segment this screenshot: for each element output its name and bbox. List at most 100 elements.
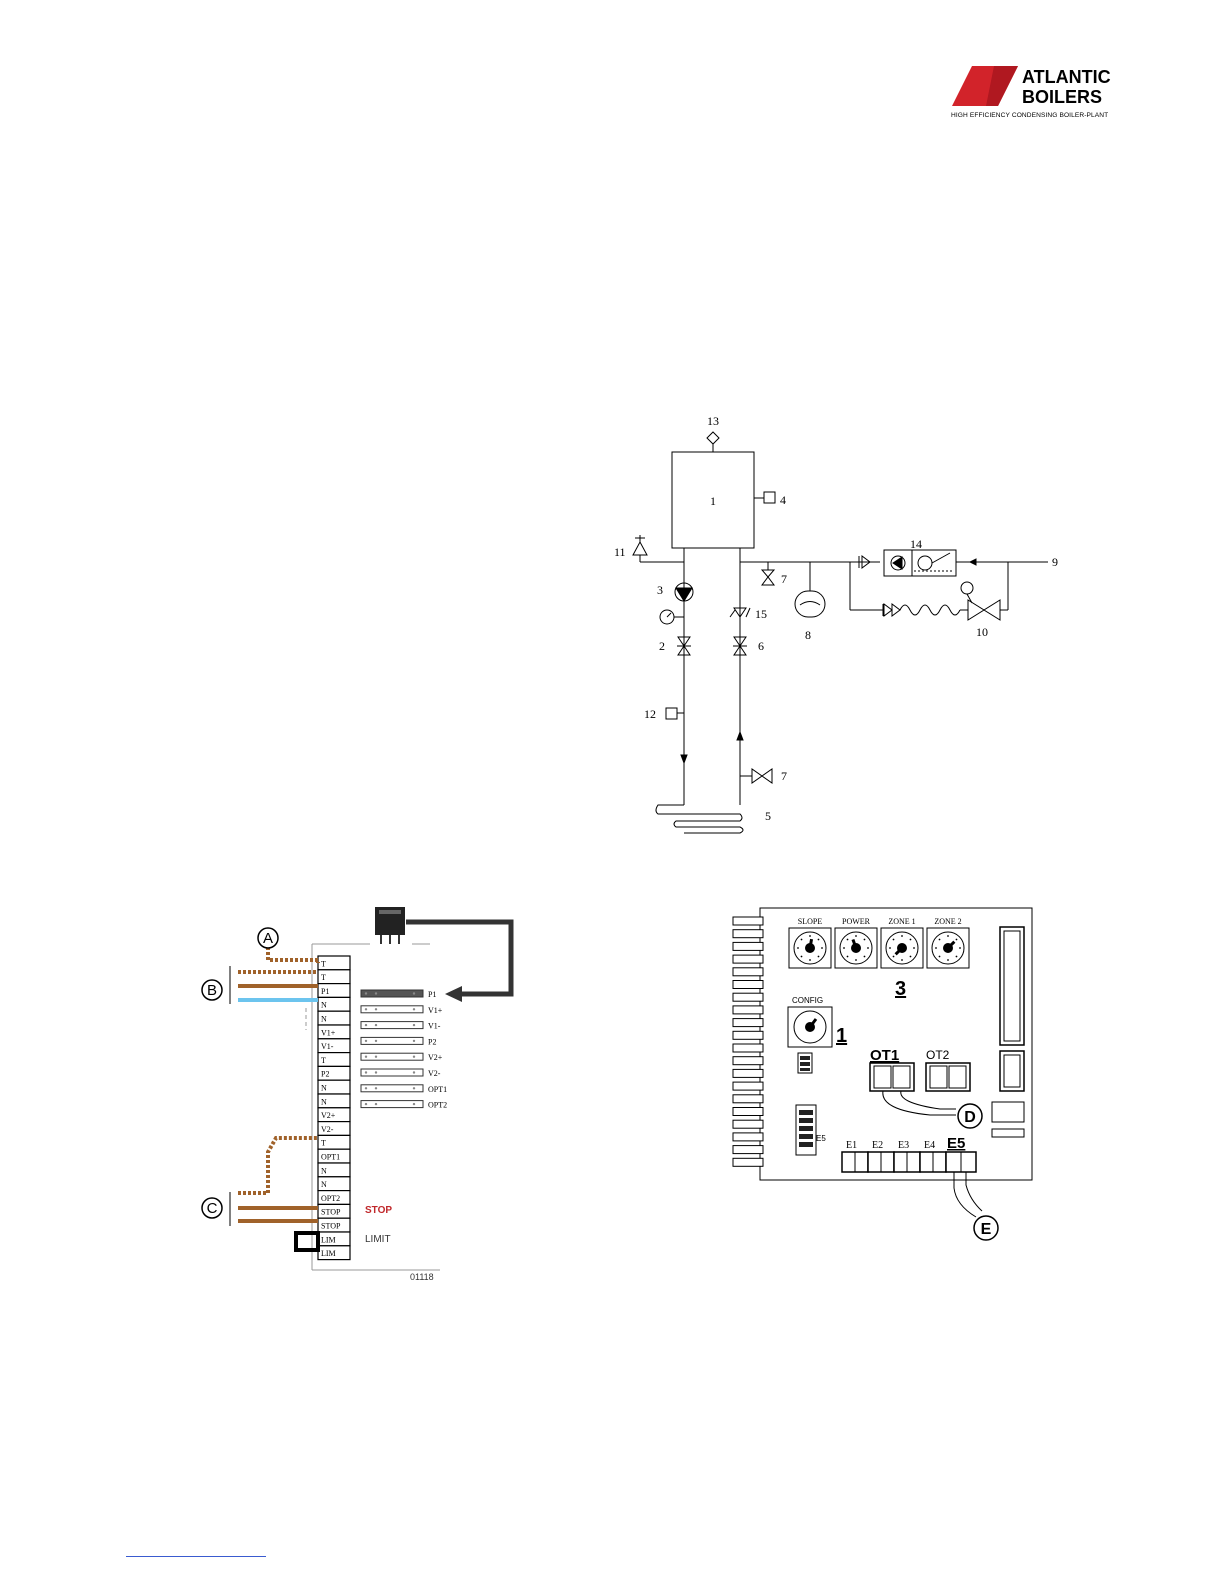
sensor-12-symbol xyxy=(666,708,677,719)
rotary-switch-label: ZONE 2 xyxy=(934,917,961,926)
terminal-cell: OPT2 xyxy=(318,1191,350,1205)
edge-pin xyxy=(733,1095,763,1103)
e5-terminal xyxy=(946,1152,976,1172)
terminal-label: N xyxy=(321,1015,327,1024)
terminal-cell: N xyxy=(318,1080,350,1094)
edge-pin xyxy=(733,1158,763,1166)
terminal-cell: LIM xyxy=(318,1232,350,1246)
terminal-label: V2+ xyxy=(321,1111,336,1120)
connector-label: OPT2 xyxy=(428,1101,447,1110)
label-1: 1 xyxy=(836,1025,847,1047)
e5-dip-label: E5 xyxy=(816,1134,826,1143)
config-knob xyxy=(788,1007,832,1047)
terminal-label: T xyxy=(321,959,326,968)
connector: P1 xyxy=(361,990,436,999)
terminal-cell: V1- xyxy=(318,1039,350,1053)
terminal-label: N xyxy=(321,1084,327,1093)
connector: V1- xyxy=(361,1022,441,1031)
label-15: 15 xyxy=(755,607,767,621)
wire-a-hatched xyxy=(268,947,318,963)
terminal-label: V1- xyxy=(321,1042,334,1051)
sensor-4-symbol xyxy=(764,492,775,503)
input-label: E2 xyxy=(872,1140,883,1151)
logo-line2: BOILERS xyxy=(1022,87,1102,107)
label-12: 12 xyxy=(644,707,656,721)
logo-mark: ATLANTIC BOILERS HIGH EFFICIENCY CONDENS… xyxy=(950,66,1125,126)
terminal-label: P2 xyxy=(321,1070,329,1079)
terminal-label: STOP xyxy=(321,1222,341,1231)
edge-pin xyxy=(733,1133,763,1141)
connector: V1+ xyxy=(361,1006,443,1015)
callout-d: D xyxy=(964,1109,976,1126)
connector-label: V2+ xyxy=(428,1053,443,1062)
atlantic-boilers-logo: ATLANTIC BOILERS HIGH EFFICIENCY CONDENS… xyxy=(950,66,1125,126)
terminal-label: LIM xyxy=(321,1249,336,1258)
terminal-cell: N xyxy=(318,1094,350,1108)
label-1: 1 xyxy=(710,494,716,508)
label-4: 4 xyxy=(780,493,786,507)
connector-label: OPT1 xyxy=(428,1085,447,1094)
terminal-cell: LIM xyxy=(318,1246,350,1260)
callout-a: A xyxy=(263,930,273,947)
terminal-label: LIM xyxy=(321,1235,336,1244)
edge-pin xyxy=(733,981,763,989)
terminal-cell: T xyxy=(318,956,350,970)
terminal-cell: T xyxy=(318,1135,350,1149)
terminal-label: V1+ xyxy=(321,1028,336,1037)
connector-label: V1+ xyxy=(428,1006,443,1015)
terminal-cell: N xyxy=(318,1177,350,1191)
config-label: CONFIG xyxy=(792,996,823,1005)
diagram-code: 01118 xyxy=(410,1272,434,1282)
ot1-connector xyxy=(870,1063,914,1091)
terminal-label: N xyxy=(321,1001,327,1010)
connector: OPT2 xyxy=(361,1101,447,1110)
edge-pin xyxy=(733,1120,763,1128)
hydraulic-schematic: 13 1 4 11 3 2 12 15 6 7 7 5 8 14 9 10 xyxy=(600,405,1080,845)
terminal-cell: V1+ xyxy=(318,1025,350,1039)
right-box xyxy=(992,1102,1024,1122)
rotary-switch-label: POWER xyxy=(842,917,871,926)
logo-tagline: HIGH EFFICIENCY CONDENSING BOILER-PLANT xyxy=(951,112,1108,119)
edge-pin xyxy=(733,1044,763,1052)
edge-pin xyxy=(733,1057,763,1065)
edge-pin xyxy=(733,930,763,938)
logo-line1: ATLANTIC xyxy=(1022,67,1111,87)
label-7a: 7 xyxy=(781,572,787,586)
terminal-label: T xyxy=(321,1139,326,1148)
edge-pin xyxy=(733,1108,763,1116)
label-3: 3 xyxy=(895,978,906,1000)
relay-component xyxy=(375,907,405,944)
stop-label: STOP xyxy=(365,1205,392,1216)
input-label: E3 xyxy=(898,1140,909,1151)
label-9: 9 xyxy=(1052,555,1058,569)
terminal-cell: P2 xyxy=(318,1066,350,1080)
limit-label: LIMIT xyxy=(365,1234,391,1245)
terminal-cell: T xyxy=(318,970,350,984)
label-2: 2 xyxy=(659,639,665,653)
label-5: 5 xyxy=(765,809,771,823)
limit-bridge xyxy=(296,1233,318,1250)
label-3: 3 xyxy=(657,583,663,597)
terminal-cell: T xyxy=(318,1053,350,1067)
edge-pin xyxy=(733,993,763,1001)
terminal-label: STOP xyxy=(321,1208,341,1217)
terminal-cell: STOP xyxy=(318,1204,350,1218)
terminal-label: OPT1 xyxy=(321,1153,340,1162)
footer-link-underline xyxy=(126,1556,266,1557)
rotary-switch-label: ZONE 1 xyxy=(888,917,915,926)
label-11: 11 xyxy=(614,545,626,559)
terminal-cell: V2- xyxy=(318,1122,350,1136)
input-label: E1 xyxy=(846,1140,857,1151)
edge-pin xyxy=(733,942,763,950)
wire-c1 xyxy=(238,1138,318,1193)
filling-valve-10-symbol xyxy=(968,600,984,620)
terminal-strip: TTP1NNV1+V1-TP2NNV2+V2-TOPT1NNOPT2STOPST… xyxy=(318,956,350,1260)
terminal-label: N xyxy=(321,1180,327,1189)
terminal-cell: OPT1 xyxy=(318,1149,350,1163)
coil-symbol xyxy=(656,805,743,833)
ot1-label: OT1 xyxy=(870,1047,899,1064)
label-6: 6 xyxy=(758,639,764,653)
label-8: 8 xyxy=(805,628,811,642)
connector: P2 xyxy=(361,1037,436,1046)
